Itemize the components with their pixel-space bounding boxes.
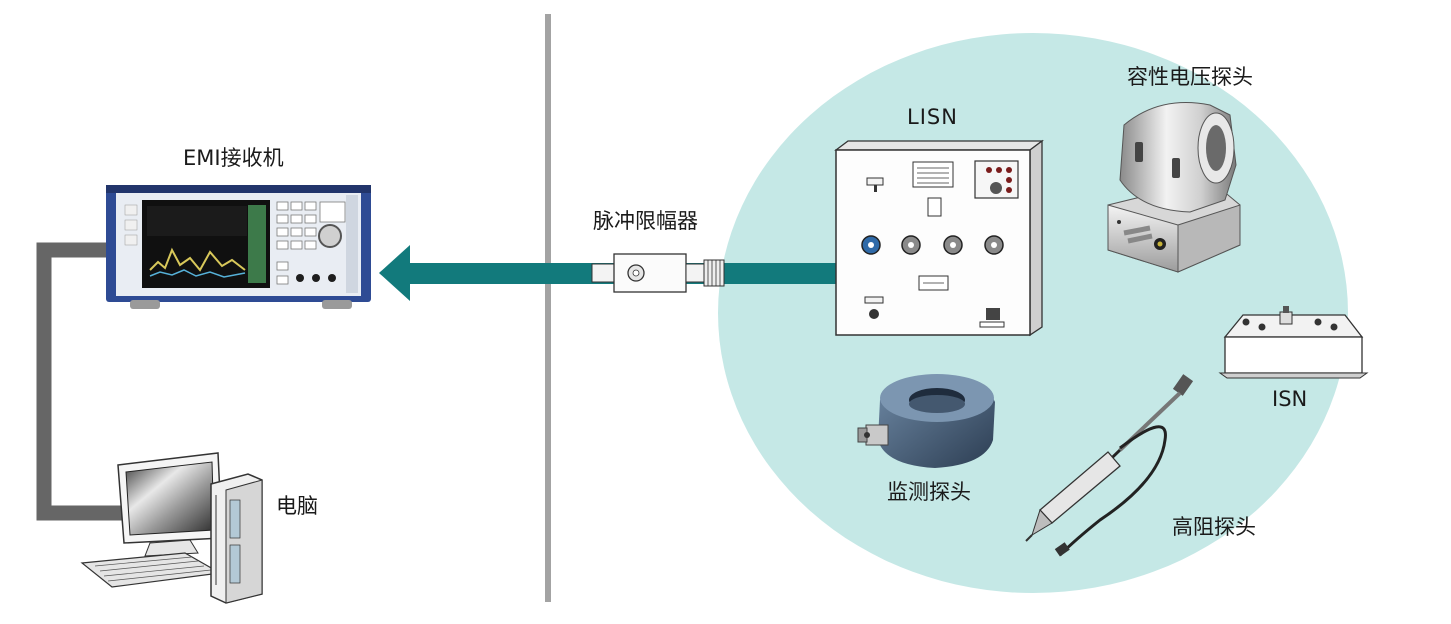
isn-label: ISN [1272, 387, 1308, 411]
lisn-panel-icon [834, 139, 1044, 337]
clamp-probe-icon [1107, 102, 1241, 273]
inline-attenuator-icon [591, 253, 725, 293]
lisn-label: LISN [907, 105, 958, 129]
signal-arrow-head [379, 245, 410, 301]
emi-receiver-label: EMI接收机 [183, 146, 284, 170]
capacitive-probe-label: 容性电压探头 [1127, 65, 1253, 89]
high-impedance-probe-label: 高阻探头 [1172, 515, 1256, 539]
desktop-computer-icon [80, 452, 263, 604]
pulse-limiter-label: 脉冲限幅器 [593, 209, 698, 233]
computer-label: 电脑 [276, 494, 318, 518]
divider-line [545, 14, 551, 602]
isn-box-icon [1218, 306, 1369, 379]
current-probe-ring-icon [857, 374, 995, 468]
lisn-knob-row [861, 235, 1004, 255]
control-cable [36, 242, 168, 521]
probe-pen-icon [1025, 374, 1194, 557]
monitor-probe-label: 监测探头 [887, 480, 971, 504]
spectrum-analyzer-icon [106, 185, 371, 309]
